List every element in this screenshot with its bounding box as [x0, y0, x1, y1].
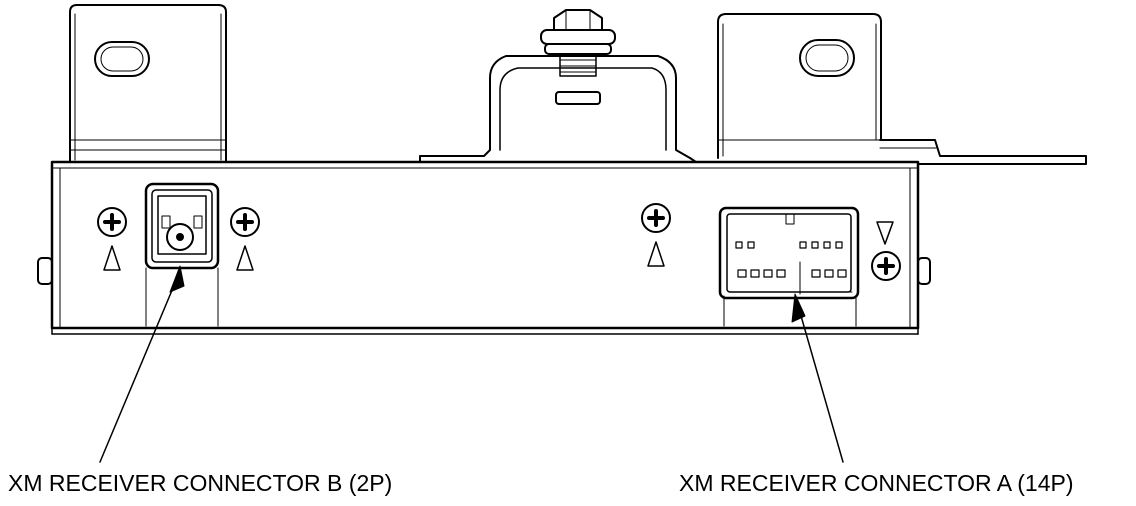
- left-side-stud: [37, 257, 53, 285]
- arrow-up-icon: [647, 241, 665, 267]
- connector-a-pins-top: [735, 241, 843, 249]
- arrow-down-icon: [876, 221, 894, 245]
- connector-b: [144, 182, 220, 327]
- leader-line-b: [99, 265, 185, 463]
- leader-line-a: [791, 293, 844, 463]
- receiver-body: [37, 160, 931, 335]
- left-tab-slot: [94, 41, 150, 77]
- screw-icon: [97, 207, 127, 237]
- connector-b-label: XM RECEIVER CONNECTOR B (2P): [8, 470, 393, 496]
- screw-icon: [230, 207, 260, 237]
- right-side-stud: [917, 257, 931, 285]
- bolt: [540, 9, 616, 105]
- connector-a-label: XM RECEIVER CONNECTOR A (14P): [679, 470, 1074, 496]
- right-tab-slot: [799, 39, 855, 77]
- center-bracket: [419, 55, 1087, 165]
- arrow-up-icon: [103, 245, 121, 271]
- left-mounting-tab: [69, 4, 227, 163]
- connector-a: [718, 206, 860, 327]
- screw-icon: [871, 251, 901, 281]
- right-mounting-tab: [717, 13, 882, 159]
- arrow-up-icon: [236, 245, 254, 271]
- screw-icon: [641, 203, 671, 233]
- connector-a-pins-bottom: [737, 269, 847, 278]
